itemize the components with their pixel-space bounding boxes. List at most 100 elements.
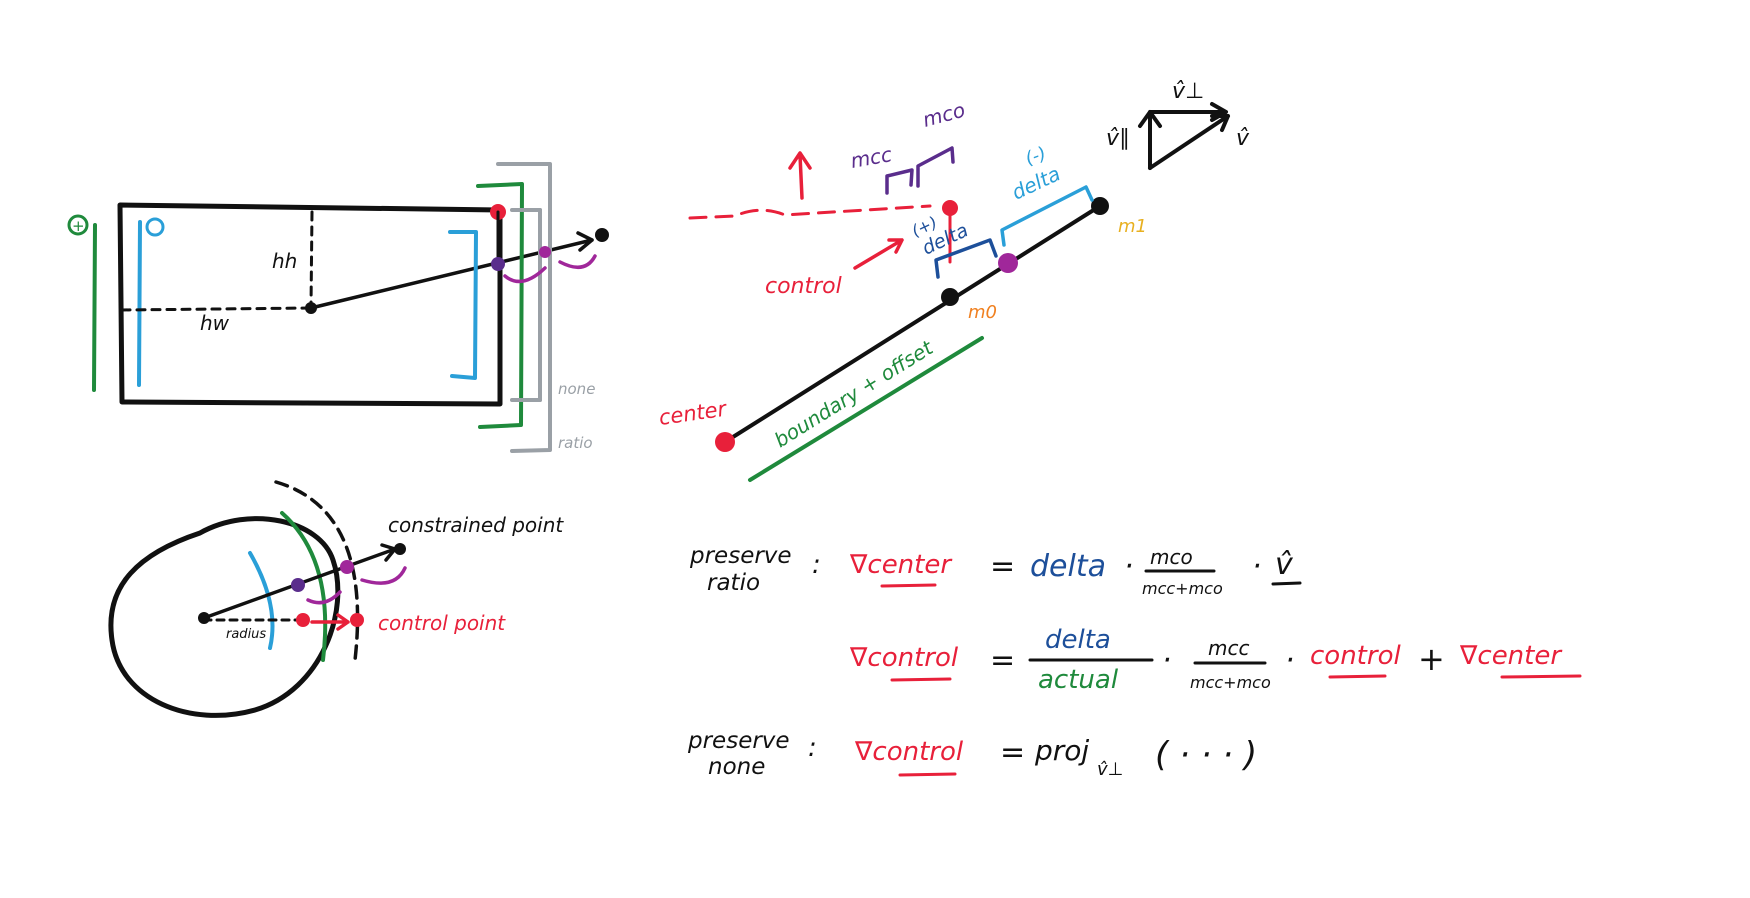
delta-minus-bracket bbox=[1000, 185, 1094, 247]
circle-blue-arc bbox=[248, 551, 275, 650]
hw-label: hw bbox=[200, 311, 230, 335]
m1-label: m1 bbox=[1118, 216, 1147, 237]
blue-boundary-left bbox=[137, 220, 142, 387]
v-hat-label: v̂ bbox=[1236, 126, 1250, 151]
eq3-equals: = bbox=[1000, 735, 1025, 770]
eq2-den2: mcc+mco bbox=[1190, 673, 1271, 692]
boundary-offset-label: boundary + offset bbox=[770, 335, 938, 452]
hh-dashed-line bbox=[309, 210, 314, 308]
green-boundary-left bbox=[92, 223, 97, 392]
eq2-center-underline bbox=[1500, 674, 1582, 679]
eq3-proj: proj bbox=[1034, 734, 1089, 767]
ratio-heading-2: ratio bbox=[707, 570, 760, 596]
center-red-dot bbox=[715, 432, 735, 452]
eq1-delta: delta bbox=[1030, 549, 1106, 584]
m0-label: m0 bbox=[968, 302, 997, 323]
equations: preserve ratio : ∇center = delta · mco m… bbox=[687, 543, 1582, 780]
gray-ratio-bracket bbox=[496, 162, 552, 453]
eq1-den: mcc+mco bbox=[1142, 579, 1223, 598]
circle-red-arrow-icon bbox=[310, 613, 350, 631]
rect-purple-arrow-2-icon bbox=[558, 254, 597, 269]
eq2-center: ∇center bbox=[1459, 641, 1563, 671]
eq2-control: control bbox=[1310, 641, 1401, 671]
main-black-line bbox=[723, 204, 1102, 444]
magenta-dot bbox=[998, 253, 1018, 273]
red-dashed-line bbox=[688, 204, 932, 220]
eq1-dot2: · bbox=[1252, 549, 1262, 584]
circle-end-dot bbox=[394, 543, 406, 555]
eq2-lhs: ∇control bbox=[849, 643, 959, 673]
mco-bracket bbox=[916, 146, 955, 188]
ratio-heading-1: preserve bbox=[689, 543, 792, 569]
rect-purple-arrow-1-icon bbox=[503, 266, 547, 284]
circle-green-arc bbox=[280, 511, 328, 662]
eq2-num2: mcc bbox=[1208, 636, 1249, 660]
boundary-offset-line bbox=[748, 336, 984, 482]
mcc-bracket bbox=[885, 168, 914, 195]
circle-purple-arrow-1-icon bbox=[306, 590, 342, 605]
none-heading-2: none bbox=[708, 754, 765, 780]
circle-purple-point-2 bbox=[340, 560, 354, 574]
radius-label: radius bbox=[226, 627, 266, 642]
circle-diagram: radius control point constrained point bbox=[108, 480, 564, 718]
eq1-dot1: · bbox=[1124, 549, 1134, 584]
eq2-equals: = bbox=[990, 643, 1015, 678]
eq1-num: mco bbox=[1150, 545, 1193, 569]
eq2-dot2: · bbox=[1285, 643, 1295, 678]
rect-ray-arrowhead-icon bbox=[576, 231, 594, 252]
eq3-lhs: ∇control bbox=[854, 737, 964, 767]
mcc-label: mcc bbox=[849, 142, 894, 173]
rectangle-shape bbox=[117, 202, 503, 407]
v-perp-label: v̂⊥ bbox=[1172, 79, 1204, 104]
zero-circle-icon bbox=[145, 217, 165, 237]
v-par-arrow bbox=[1138, 110, 1162, 170]
control-point-label: control point bbox=[378, 611, 506, 635]
constrained-point-label: constrained point bbox=[388, 513, 564, 537]
none-colon: : bbox=[808, 733, 817, 763]
circle-red-point-1 bbox=[296, 613, 310, 627]
circle-dashed-arc bbox=[274, 480, 360, 662]
center-label: center bbox=[657, 397, 729, 430]
circle-center-dot bbox=[198, 612, 210, 624]
vector-triangle: v̂∥ v̂⊥ v̂ bbox=[1106, 79, 1250, 170]
eq2-den: actual bbox=[1038, 665, 1119, 695]
eq1-lhs: ∇center bbox=[849, 550, 953, 580]
rect-end-dot bbox=[595, 228, 609, 242]
hh-label: hh bbox=[272, 249, 297, 273]
m1-dot bbox=[1091, 197, 1109, 215]
eq3-sub: v̂⊥ bbox=[1097, 759, 1123, 780]
eq1-equals: = bbox=[990, 549, 1015, 584]
eq2-plus: + bbox=[1418, 640, 1445, 678]
none-label: none bbox=[558, 380, 595, 398]
red-up-arrow-icon bbox=[788, 151, 812, 200]
control-label: control bbox=[765, 274, 842, 299]
rect-purple-point-1 bbox=[491, 257, 505, 271]
m0-dot bbox=[941, 288, 959, 306]
hw-dashed-line bbox=[120, 306, 313, 312]
delta-plus-bracket bbox=[934, 238, 998, 279]
eq1-lhs-underline bbox=[880, 583, 937, 588]
blue-boundary-bracket bbox=[448, 230, 478, 380]
mco-label: mco bbox=[920, 98, 967, 132]
eq2-dot1: · bbox=[1162, 643, 1172, 678]
eq3-lhs-underline bbox=[898, 772, 957, 777]
eq2-lhs-underline bbox=[890, 677, 952, 682]
green-boundary-bracket bbox=[476, 182, 524, 429]
v-par-label: v̂∥ bbox=[1106, 126, 1130, 151]
ratio-label: ratio bbox=[558, 434, 593, 452]
control-red-arrow-icon bbox=[853, 238, 904, 270]
circle-purple-point-1 bbox=[291, 578, 305, 592]
circle-purple-arrow-2-icon bbox=[360, 566, 407, 585]
plus-circle-icon bbox=[67, 214, 89, 236]
rect-purple-point-2 bbox=[539, 246, 551, 258]
circle-shape bbox=[108, 516, 341, 718]
eq3-paren: ( · · · ) bbox=[1155, 735, 1257, 775]
eq2-num: delta bbox=[1045, 625, 1111, 655]
circle-red-point-2 bbox=[350, 613, 364, 627]
none-heading-1: preserve bbox=[687, 728, 790, 754]
rect-diagram: + hh hw none ratio bbox=[67, 162, 609, 453]
eq1-v-underline bbox=[1271, 581, 1302, 586]
line-diagram: control mcc mco (+) delta (-) delta m0 m… bbox=[657, 98, 1147, 482]
ratio-colon: : bbox=[812, 550, 821, 580]
